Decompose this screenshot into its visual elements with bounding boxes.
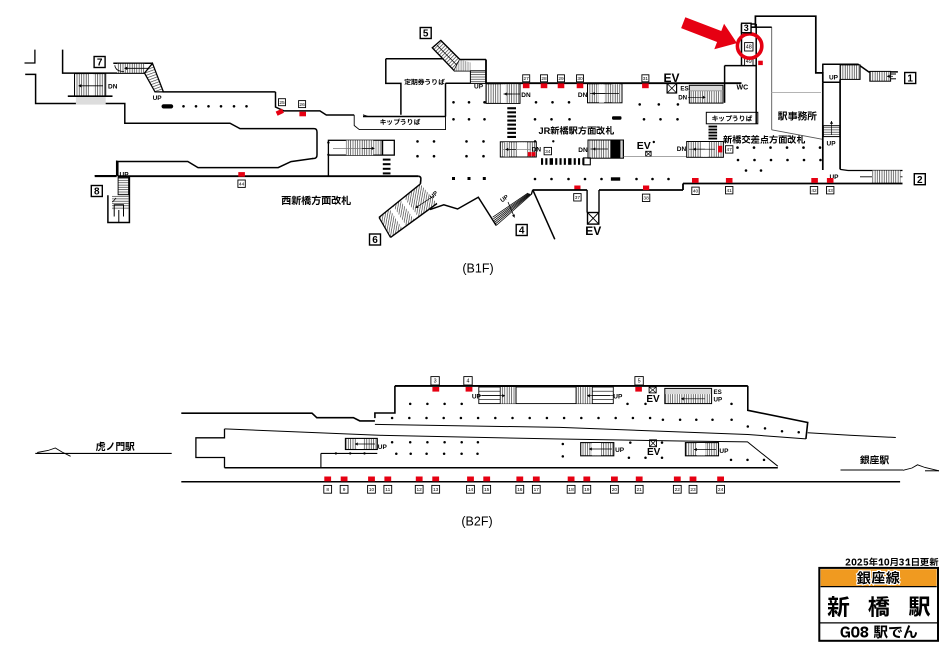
svg-text:UP: UP xyxy=(719,446,729,456)
svg-text:10: 10 xyxy=(369,487,375,493)
svg-text:34: 34 xyxy=(545,149,551,155)
svg-text:42: 42 xyxy=(811,188,817,194)
svg-text:3: 3 xyxy=(744,23,749,33)
svg-text:定期券うりば: 定期券うりば xyxy=(404,78,445,88)
svg-text:DN: DN xyxy=(108,82,118,92)
svg-text:14: 14 xyxy=(468,487,474,493)
svg-text:44: 44 xyxy=(239,181,245,187)
svg-text:31: 31 xyxy=(643,76,649,82)
svg-text:虎ノ門駅: 虎ノ門駅 xyxy=(96,441,135,455)
svg-text:48: 48 xyxy=(746,45,752,51)
svg-text:6: 6 xyxy=(372,235,378,246)
svg-text:UP: UP xyxy=(714,395,723,405)
svg-text:DN: DN xyxy=(578,145,588,155)
svg-text:EV: EV xyxy=(637,140,651,152)
svg-text:UP: UP xyxy=(827,139,837,149)
svg-text:17: 17 xyxy=(534,487,540,493)
svg-text:DN: DN xyxy=(521,90,531,100)
svg-text:(B1F): (B1F) xyxy=(462,262,493,276)
svg-text:駅事務所: 駅事務所 xyxy=(778,110,817,124)
svg-text:UP: UP xyxy=(613,391,623,401)
svg-text:EV: EV xyxy=(647,447,661,458)
svg-text:27: 27 xyxy=(524,76,530,82)
svg-text:30: 30 xyxy=(577,76,583,82)
svg-text:(B2F): (B2F) xyxy=(461,515,492,529)
svg-text:7: 7 xyxy=(97,58,103,69)
svg-text:2: 2 xyxy=(917,175,923,186)
svg-text:22: 22 xyxy=(675,487,681,493)
svg-text:18: 18 xyxy=(568,487,574,493)
svg-text:UP: UP xyxy=(120,170,130,180)
svg-text:5: 5 xyxy=(638,379,641,385)
svg-text:13: 13 xyxy=(433,487,439,493)
svg-text:40: 40 xyxy=(693,189,699,195)
svg-text:JR新橋駅方面改札: JR新橋駅方面改札 xyxy=(539,125,615,139)
svg-text:UP: UP xyxy=(615,445,625,455)
svg-text:西新橋方面改札: 西新橋方面改札 xyxy=(281,194,351,209)
svg-text:4: 4 xyxy=(467,379,470,385)
svg-text:UP: UP xyxy=(499,193,511,205)
svg-text:1: 1 xyxy=(907,74,913,85)
svg-text:DN: DN xyxy=(578,90,588,100)
svg-text:20: 20 xyxy=(612,487,618,493)
svg-text:9: 9 xyxy=(343,487,346,493)
svg-text:12: 12 xyxy=(417,487,423,493)
svg-text:EV: EV xyxy=(663,71,679,85)
svg-text:EV: EV xyxy=(646,394,660,405)
svg-text:EV: EV xyxy=(585,224,601,238)
svg-text:橋: 橋 xyxy=(868,591,891,625)
svg-text:25: 25 xyxy=(279,100,285,106)
svg-text:新橋交差点方面改札: 新橋交差点方面改札 xyxy=(722,134,806,148)
svg-text:DN: DN xyxy=(532,145,542,155)
svg-text:UP: UP xyxy=(153,93,163,103)
svg-text:駅: 駅 xyxy=(909,591,932,625)
svg-text:8: 8 xyxy=(94,187,100,198)
svg-text:ES: ES xyxy=(714,387,722,397)
svg-text:UP: UP xyxy=(378,442,388,452)
svg-text:DN: DN xyxy=(677,144,687,154)
svg-text:26: 26 xyxy=(299,102,305,108)
svg-text:41: 41 xyxy=(727,188,733,194)
svg-text:43: 43 xyxy=(828,188,834,194)
svg-text:47: 47 xyxy=(727,147,733,153)
svg-text:4: 4 xyxy=(519,226,525,237)
svg-text:UP: UP xyxy=(472,391,482,401)
svg-text:銀座線: 銀座線 xyxy=(857,569,901,590)
svg-text:3: 3 xyxy=(434,379,437,385)
svg-text:新: 新 xyxy=(827,591,850,625)
svg-text:49: 49 xyxy=(746,59,752,65)
svg-text:DN: DN xyxy=(678,92,687,102)
svg-text:キップうりば: キップうりば xyxy=(380,118,421,128)
svg-text:キップうりば: キップうりば xyxy=(712,114,753,124)
svg-text:38: 38 xyxy=(643,196,649,202)
svg-text:23: 23 xyxy=(690,487,696,493)
svg-text:28: 28 xyxy=(541,76,547,82)
svg-text:2025年10月31日更新: 2025年10月31日更新 xyxy=(845,556,939,570)
svg-text:15: 15 xyxy=(484,487,490,493)
svg-text:8: 8 xyxy=(326,487,329,493)
svg-text:11: 11 xyxy=(385,487,390,493)
svg-text:UP: UP xyxy=(829,73,839,83)
svg-text:ES: ES xyxy=(680,83,688,93)
svg-text:24: 24 xyxy=(718,487,724,493)
svg-text:銀座駅: 銀座駅 xyxy=(859,455,890,469)
svg-text:G08 駅でん: G08 駅でん xyxy=(839,622,917,645)
svg-text:16: 16 xyxy=(517,487,523,493)
svg-text:WC: WC xyxy=(737,84,749,94)
svg-text:5: 5 xyxy=(423,29,429,40)
svg-text:19: 19 xyxy=(584,487,590,493)
svg-text:21: 21 xyxy=(637,487,643,493)
svg-text:UP: UP xyxy=(829,172,839,182)
svg-text:37: 37 xyxy=(575,195,581,201)
svg-text:29: 29 xyxy=(558,76,564,82)
svg-text:UP: UP xyxy=(474,81,484,91)
